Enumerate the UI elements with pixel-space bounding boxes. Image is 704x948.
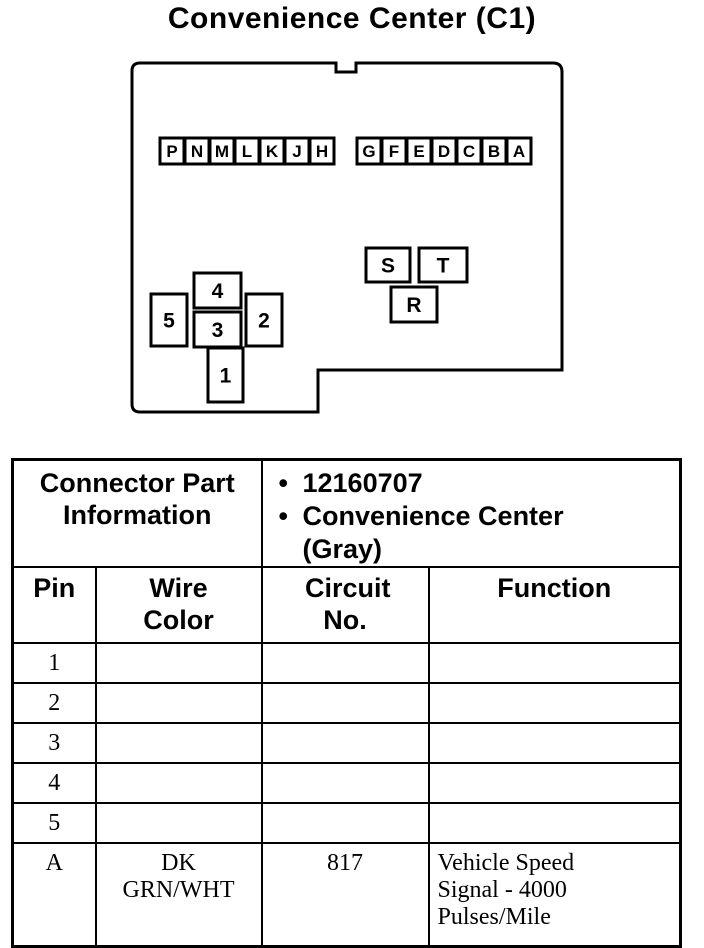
pin-S: S	[364, 246, 412, 284]
part-number: 12160707	[279, 467, 680, 500]
pin-2: 2	[244, 292, 284, 348]
cell-pin: 1	[11, 642, 97, 684]
pin-N-label: N	[191, 142, 203, 161]
cell-pin: 3	[11, 722, 97, 764]
pin-P-label: P	[166, 142, 177, 161]
col-header-pin: Pin	[11, 566, 97, 644]
pin-K-label: K	[266, 142, 279, 161]
part-info-header-text: Connector Part Information	[39, 468, 235, 530]
cell-wire-color	[94, 802, 263, 844]
pin-R: R	[389, 285, 439, 324]
pin-G: G	[355, 136, 383, 166]
cell-circuit-no	[260, 722, 430, 764]
cell-pin: A	[11, 842, 97, 947]
cell-pin: 4	[11, 762, 97, 804]
part-info-header: Connector Part Information	[11, 458, 263, 568]
table-row: 4	[11, 762, 682, 804]
cell-circuit-no	[260, 762, 430, 804]
pin-J-label: J	[292, 142, 301, 161]
cell-wire-color	[94, 642, 263, 684]
table-row: 1	[11, 642, 682, 684]
connector-outline	[130, 61, 564, 414]
cell-function	[427, 642, 682, 684]
cell-function: Vehicle Speed Signal - 4000 Pulses/Mile	[427, 842, 682, 947]
diagram-title: Convenience Center (C1)	[167, 2, 537, 35]
table-row: 3	[11, 722, 682, 764]
cell-pin: 2	[11, 682, 97, 724]
pin-C: C	[455, 136, 483, 166]
cell-circuit-no: 817	[260, 842, 430, 947]
cell-circuit-no	[260, 642, 430, 684]
cell-wire-color	[94, 762, 263, 804]
col-header-circuit-no: Circuit No.	[260, 566, 430, 644]
pin-P: P	[158, 136, 186, 166]
pin-1: 1	[206, 346, 245, 404]
table-row: 2	[11, 682, 682, 724]
pin-R-label: R	[406, 294, 421, 317]
pin-T-label: T	[437, 255, 450, 278]
pin-E: E	[405, 136, 433, 166]
pin-2-label: 2	[258, 310, 270, 333]
pin-1-label: 1	[220, 365, 232, 388]
pin-3-label: 3	[212, 319, 224, 342]
pin-G-label: G	[362, 142, 375, 161]
col-header-function: Function	[427, 566, 682, 644]
pin-L: L	[233, 136, 261, 166]
pin-H-label: H	[316, 142, 328, 161]
column-header-row: Pin Wire Color Circuit No. Function	[11, 566, 682, 644]
part-info-row: Connector Part Information 12160707 Conv…	[11, 458, 682, 568]
pin-M: M	[208, 136, 236, 166]
col-header-wire-color: Wire Color	[94, 566, 263, 644]
pin-5-label: 5	[163, 310, 175, 333]
pin-D: D	[430, 136, 458, 166]
cell-circuit-no	[260, 682, 430, 724]
cell-pin: 5	[11, 802, 97, 844]
pin-N: N	[183, 136, 211, 166]
cell-wire-color	[94, 722, 263, 764]
cell-function	[427, 682, 682, 724]
part-info-details: 12160707 Convenience Center (Gray)	[260, 458, 682, 568]
pin-A: A	[505, 136, 533, 166]
cell-function	[427, 762, 682, 804]
part-description: Convenience Center (Gray)	[279, 500, 603, 566]
connector-info-table: Connector Part Information 12160707 Conv…	[11, 458, 682, 948]
pin-group-numbered: 4 5 3 2 1	[149, 271, 284, 404]
pin-4: 4	[192, 271, 243, 310]
cell-function	[427, 722, 682, 764]
pin-L-label: L	[242, 142, 252, 161]
pin-group-str: S TR	[364, 246, 469, 324]
pin-3: 3	[192, 310, 243, 349]
pin-C-label: C	[463, 142, 475, 161]
pin-H: H	[308, 136, 336, 166]
pin-J: J	[283, 136, 311, 166]
pin-S-label: S	[381, 255, 395, 278]
cell-wire-color	[94, 682, 263, 724]
pin-T: T	[417, 246, 469, 284]
pin-F-label: F	[389, 142, 399, 161]
pin-B: B	[480, 136, 508, 166]
pin-E-label: E	[413, 142, 424, 161]
pin-A-label: A	[513, 142, 525, 161]
table-row: 5	[11, 802, 682, 844]
pin-5: 5	[149, 292, 189, 348]
cell-wire-color: DK GRN/WHT	[94, 842, 263, 947]
pin-D-label: D	[438, 142, 450, 161]
pin-M-label: M	[215, 142, 229, 161]
pin-K: K	[258, 136, 286, 166]
cell-function	[427, 802, 682, 844]
pin-B-label: B	[488, 142, 500, 161]
cell-circuit-no	[260, 802, 430, 844]
pin-4-label: 4	[212, 280, 224, 303]
pin-F: F	[380, 136, 408, 166]
